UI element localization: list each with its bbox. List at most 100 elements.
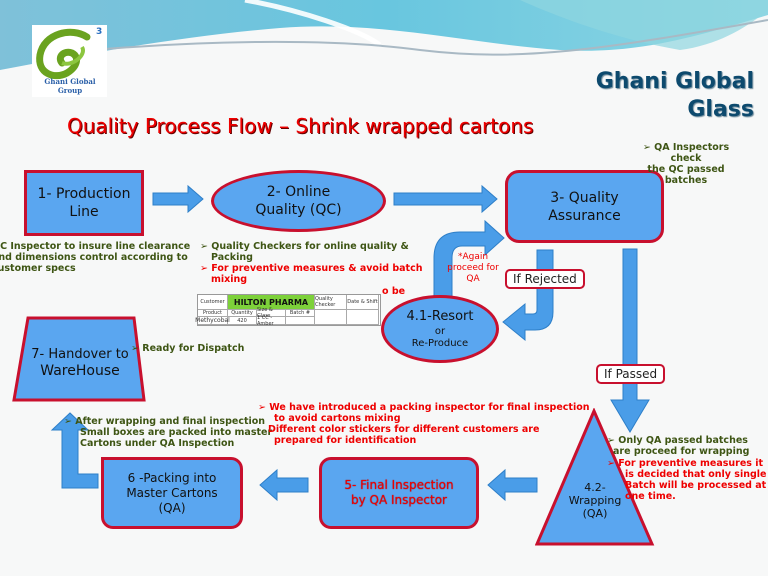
node-6-line2: Master Cartons [126, 485, 218, 500]
note-after-wrapping: ➢ After wrapping and final inspection Sm… [64, 416, 272, 449]
note-qc-inspector: QC Inspector to insure line clearance an… [0, 241, 190, 274]
note-preventive-batch: ➢ For preventive measures & avoid batch … [200, 263, 422, 285]
note-line: QC Inspector to insure line clearance [0, 241, 191, 252]
node-5-line1: 5- Final Inspection [344, 478, 454, 492]
node-3-line1: 3- Quality [550, 189, 619, 206]
tag-size-label: Size & Glass [257, 307, 286, 319]
node-wrapping: 4.2- Wrapping (QA) [555, 481, 635, 520]
node-42-line2: Wrapping [568, 494, 622, 507]
note-line: For preventive measures & avoid batch [211, 263, 423, 274]
note-line: Packing [211, 252, 253, 263]
node-41-line1: 4.1-Resort [406, 309, 474, 324]
note-quality-checkers: ➢ Quality Checkers for online quality & … [200, 241, 409, 263]
note-packing-inspector: ➢ We have introduced a packing inspector… [258, 402, 590, 446]
tag-quantity-label: Quantity [228, 310, 257, 317]
note-only-qa-passed: ➢ Only QA passed batches are proceed for… [607, 435, 749, 457]
note-line: After wrapping and final inspection [75, 416, 266, 427]
label-again-qa-line2: proceed for [447, 263, 499, 273]
company-name: Ghani Global Glass [596, 68, 754, 124]
tag-quality-checker-value [315, 310, 347, 325]
note-line: to avoid cartons mixing [274, 413, 401, 424]
bullet-arrow-icon: ➢ [200, 241, 212, 252]
tag-quantity-value: 420 [228, 317, 257, 325]
label-again-qa: *Again proceed for QA [440, 252, 506, 285]
node-6-line3: (QA) [158, 500, 186, 515]
note-line: Only QA passed batches [618, 435, 748, 446]
node-wrapping-shape[interactable] [535, 408, 675, 548]
header-wave-background [0, 0, 768, 70]
arrow-2-to-3 [393, 184, 498, 214]
tag-batch-label: Batch # [286, 310, 315, 317]
label-again-qa-line3: QA [466, 274, 480, 284]
note-partial-text: o be [382, 286, 406, 297]
note-single-batch: ➢ For preventive measures it is decided … [607, 458, 766, 502]
tag-customer-value: HILTON PHARMA [228, 295, 315, 310]
note-line: check [670, 153, 702, 164]
node-handover-warehouse-shape[interactable] [10, 316, 150, 404]
carton-tag-table: Customer HILTON PHARMA Quality Checker D… [195, 294, 381, 327]
note-line: is decided that only single [625, 469, 767, 480]
note-line: prepared for identification [274, 435, 417, 446]
note-line: For preventive measures it [618, 458, 764, 469]
note-line: are proceed for wrapping [613, 446, 750, 457]
note-ready-dispatch: ➢ Ready for Dispatch [131, 343, 244, 354]
label-again-qa-line1: *Again [457, 252, 489, 262]
node-packing-master-cartons[interactable]: 6 -Packing into Master Cartons (QA) [101, 457, 243, 529]
page-title: Quality Process Flow – Shrink wrapped ca… [67, 114, 534, 138]
arrow-42-to-5 [487, 468, 538, 502]
note-line: and dimensions control according to [0, 252, 188, 263]
arrow-5-to-6 [259, 468, 309, 502]
bullet-arrow-icon: ➢ [64, 416, 76, 427]
node-3-line2: Assurance [548, 207, 621, 224]
node-41-line3: Re-Produce [411, 338, 469, 349]
node-6-line1: 6 -Packing into [127, 470, 217, 485]
bullet-arrow-icon: ➢ [131, 343, 143, 354]
node-1-line1: 1- Production [37, 186, 131, 202]
arrow-6-to-7 [50, 412, 99, 489]
tag-batch-value [286, 317, 315, 325]
tag-date-shift: Date & Shift [347, 295, 379, 310]
node-final-inspection[interactable]: 5- Final Inspection by QA Inspector [319, 457, 479, 529]
company-name-line2: Glass [687, 97, 754, 122]
node-42-line1: 4.2- [584, 481, 606, 494]
arrow-41-to-3 [433, 219, 505, 301]
g3-logo-icon [36, 28, 91, 80]
label-if-rejected: If Rejected [505, 269, 585, 289]
note-line: batches [664, 175, 708, 186]
tag-date-shift-value [347, 310, 379, 325]
node-7-line2: WareHouse [40, 363, 120, 379]
node-5-line2: by QA Inspector [351, 493, 447, 507]
bullet-arrow-icon: ➢ [258, 402, 270, 413]
note-line: the QC passed [647, 164, 725, 175]
tag-size-value: 1 CC - Amber [257, 315, 286, 327]
arrow-1-to-2 [152, 184, 204, 214]
note-line: customer specs [0, 263, 76, 274]
arrow-3-to-41 [502, 249, 554, 342]
node-resort-reproduce[interactable]: 4.1-Resort or Re-Produce [381, 295, 499, 363]
node-42-line3: (QA) [582, 507, 608, 520]
logo-text: Ghani Global Group [44, 77, 96, 95]
node-41-line2: or [434, 326, 446, 337]
node-handover-warehouse: 7- Handover to WareHouse [18, 346, 142, 380]
note-qa-inspectors: ➢ QA Inspectors check the QC passed batc… [636, 142, 736, 186]
logo-superscript: 3 [96, 27, 103, 37]
node-1-line2: Line [69, 204, 99, 220]
note-line: Different color stickers for different c… [268, 424, 540, 435]
note-line: mixing [211, 274, 248, 285]
tag-product-value: Methycobal [195, 317, 230, 325]
tag-product-label: Product [198, 310, 228, 317]
bullet-arrow-icon: ➢ [642, 142, 655, 153]
note-line: one time. [625, 491, 676, 502]
note-line: Ready for Dispatch [142, 343, 245, 354]
node-2-line2: Quality (QC) [255, 202, 342, 218]
note-line: Small boxes are packed into master [80, 427, 273, 438]
arrow-3-to-42 [610, 248, 650, 433]
note-line: Batch will be processed at [625, 480, 767, 491]
bullet-arrow-icon: ➢ [200, 263, 212, 274]
note-line: Quality Checkers for online quality & [211, 241, 409, 252]
company-name-line1: Ghani Global [595, 69, 754, 94]
note-line: Cartons under QA Inspection [80, 438, 235, 449]
